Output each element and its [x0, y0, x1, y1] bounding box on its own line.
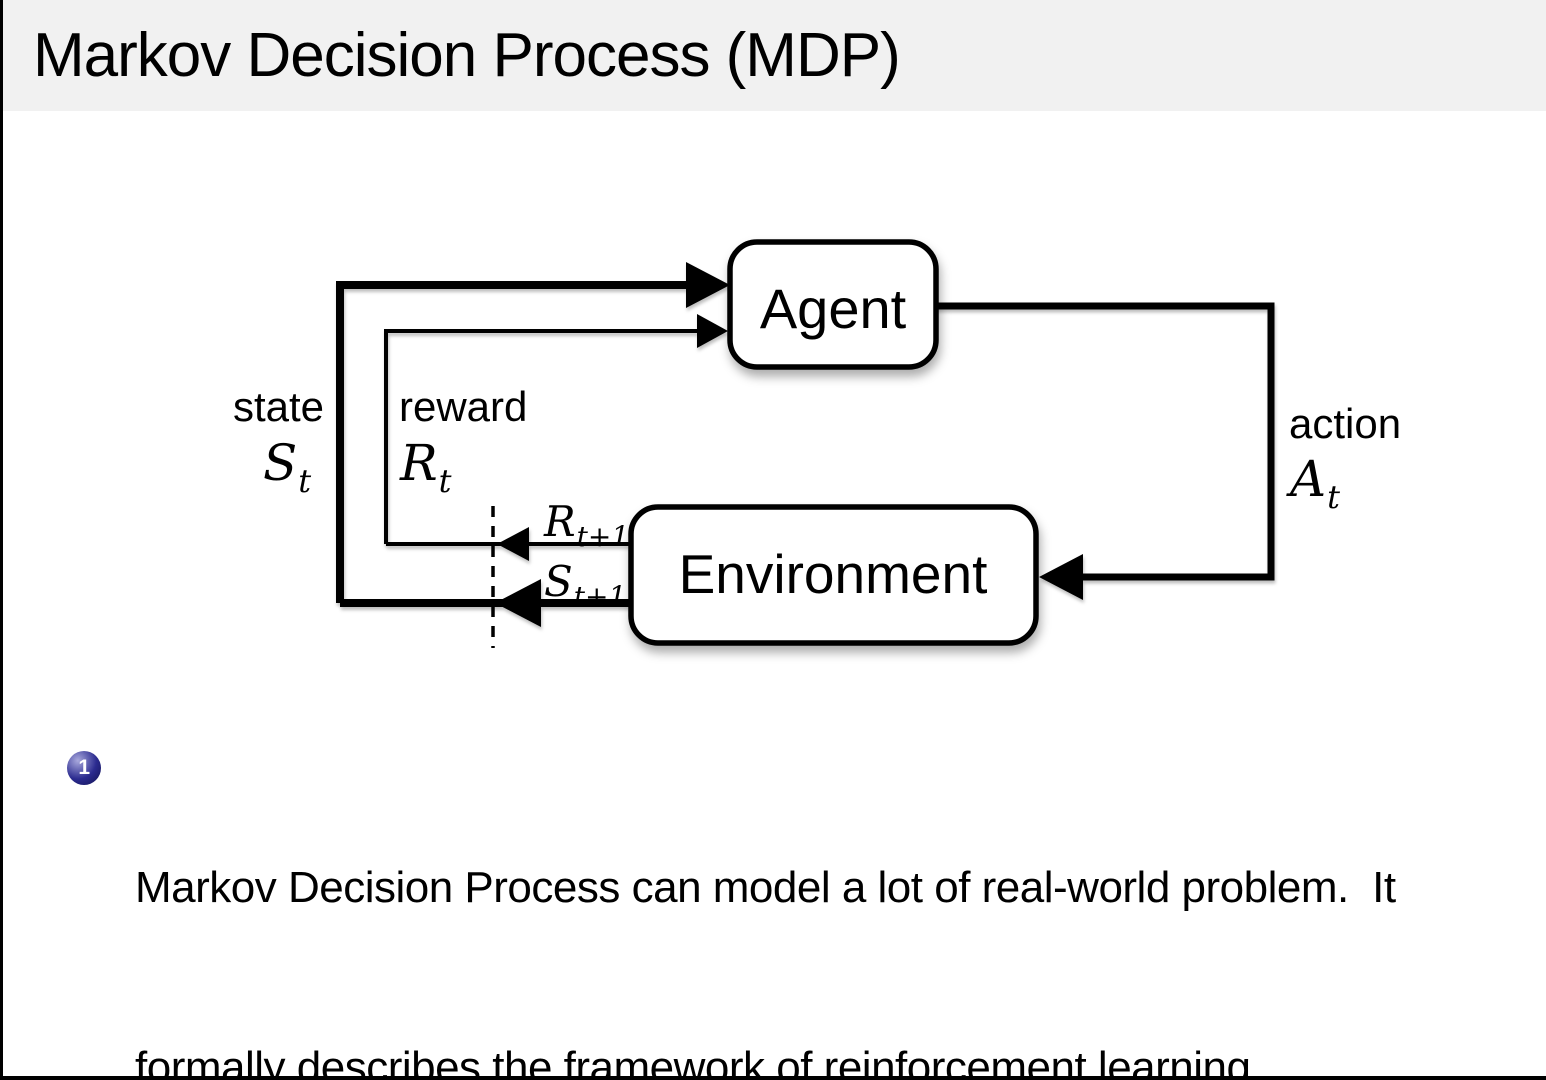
slide-header: Markov Decision Process (MDP)	[3, 0, 1546, 111]
mdp-agent-environment-diagram: Agent Environment state St reward Rt act…	[233, 239, 1401, 648]
agent-box-label: Agent	[760, 277, 907, 340]
page-title: Markov Decision Process (MDP)	[33, 21, 901, 90]
agent-box	[727, 239, 939, 370]
reward-symbol: Rt	[399, 434, 452, 500]
reward-symbol-subscript: t	[439, 462, 452, 500]
action-symbol-letter: A	[1286, 450, 1326, 508]
list-item-1: 1 Markov Decision Process can model a lo…	[67, 738, 1527, 1080]
environment-box-label: Environment	[679, 543, 988, 605]
next-reward-letter: R	[543, 497, 576, 546]
next-state-letter: S	[544, 557, 573, 606]
action-loop-line	[936, 302, 1275, 581]
action-label: action	[1289, 400, 1401, 447]
state-label: state	[233, 383, 324, 430]
enumerate-ball-1: 1	[67, 751, 101, 785]
next-reward-arrowhead	[497, 527, 529, 561]
list-item-1-text: Markov Decision Process can model a lot …	[135, 738, 1396, 1080]
next-state-subscript: t+1	[574, 580, 627, 613]
state-symbol: St	[263, 434, 311, 500]
environment-box	[628, 504, 1039, 646]
reward-loop-line	[384, 329, 721, 544]
next-reward-subscript: t+1	[577, 520, 630, 553]
action-symbol: At	[1286, 450, 1340, 516]
list-item-1-line-1: Markov Decision Process can model a lot …	[135, 863, 1396, 912]
action-symbol-subscript: t	[1327, 478, 1340, 516]
next-reward-symbol: Rt+1	[543, 497, 629, 553]
reward-symbol-letter: R	[399, 434, 438, 492]
bullet-list: 1 Markov Decision Process can model a lo…	[67, 738, 1527, 1080]
reward-label: reward	[399, 383, 527, 430]
next-state-arrowhead	[495, 579, 541, 627]
list-item-1-line-2: formally describes the framework of rein…	[135, 1043, 1251, 1080]
next-state-symbol: St+1	[544, 557, 626, 613]
state-loop-line	[336, 281, 719, 603]
action-arrowhead-into-environment	[1039, 554, 1083, 600]
reward-arrowhead-into-agent	[697, 314, 728, 348]
state-symbol-subscript: t	[298, 462, 311, 500]
state-arrowhead-into-agent	[686, 262, 730, 308]
state-symbol-letter: S	[263, 434, 297, 492]
